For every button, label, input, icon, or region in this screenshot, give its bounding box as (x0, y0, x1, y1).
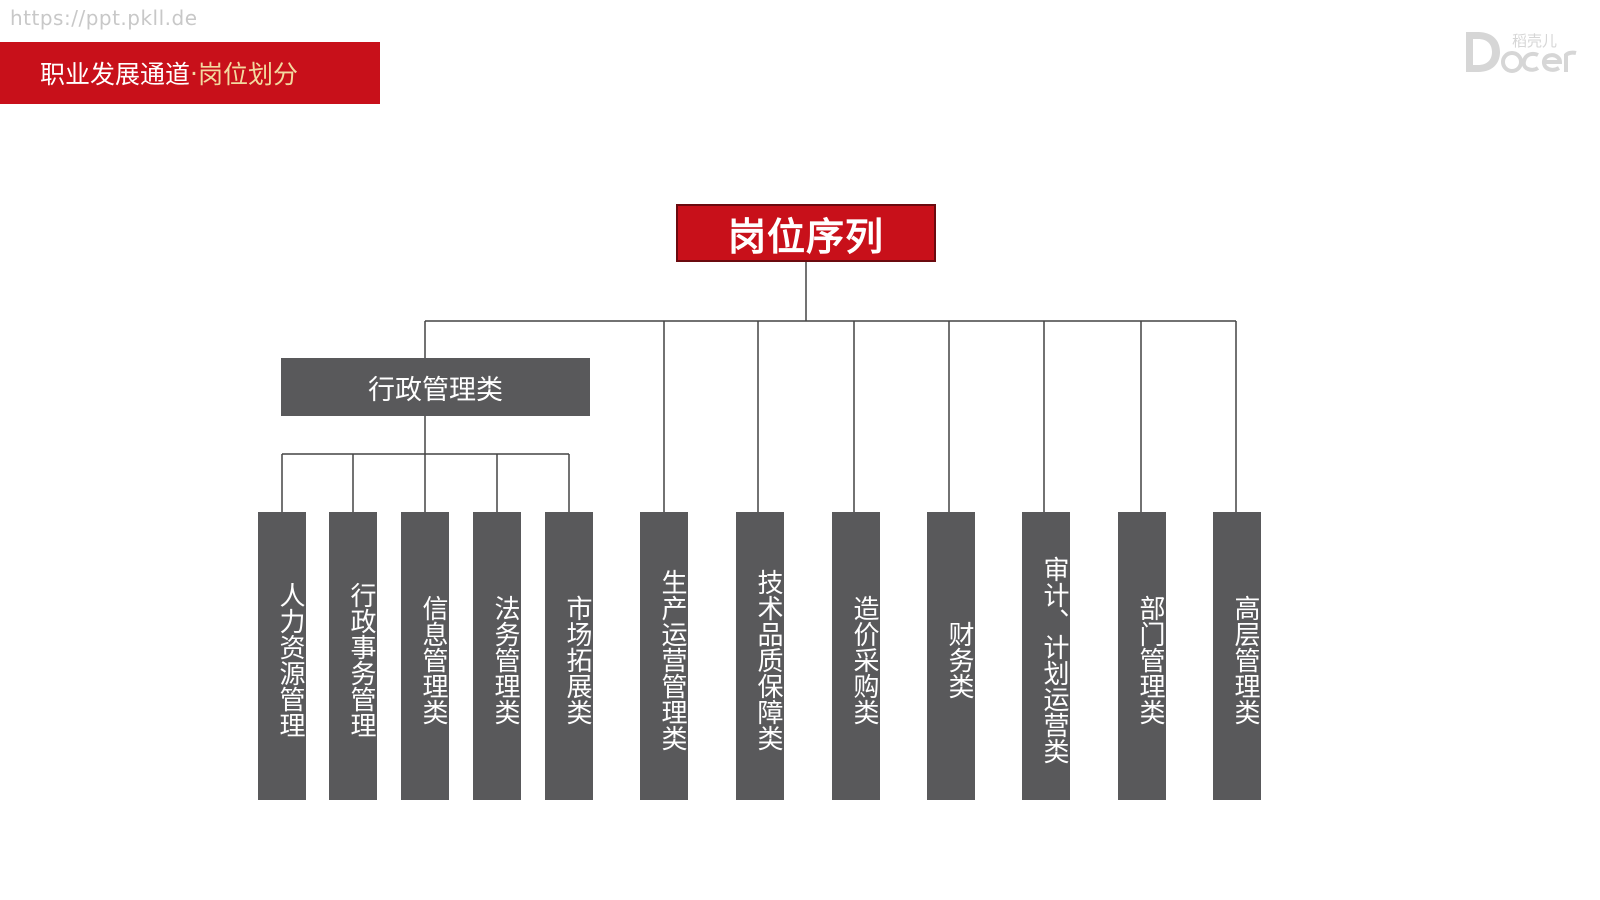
svg-text:稻壳儿: 稻壳儿 (1512, 32, 1557, 50)
node-department-management: 部门管理类 (1118, 512, 1166, 800)
node-tech-quality: 技术品质保障类 (736, 512, 784, 800)
root-node-position-sequence: 岗位序列 (676, 204, 936, 262)
node-senior-management: 高层管理类 (1213, 512, 1261, 800)
section-title-main: 职业发展通道 (40, 60, 191, 89)
watermark-url: https://ppt.pkll.de (10, 6, 198, 30)
node-hr-management: 人力资源管理 (258, 512, 306, 800)
section-title-banner: 职业发展通道·岗位划分 (0, 42, 380, 104)
section-title-accent: 岗位划分 (197, 60, 298, 89)
node-finance: 财务类 (927, 512, 975, 800)
docer-logo: 稻壳儿 (1466, 32, 1577, 73)
node-audit-planning: 审计、计划运营类 (1022, 512, 1070, 800)
node-info-management: 信息管理类 (401, 512, 449, 800)
node-costing-procurement: 造价采购类 (832, 512, 880, 800)
node-admin-affairs: 行政事务管理 (329, 512, 377, 800)
section-title-separator: · (190, 58, 198, 88)
node-production-operations: 生产运营管理类 (640, 512, 688, 800)
node-admin-management: 行政管理类 (281, 358, 590, 416)
node-market-expansion: 市场拓展类 (545, 512, 593, 800)
node-legal-management: 法务管理类 (473, 512, 521, 800)
